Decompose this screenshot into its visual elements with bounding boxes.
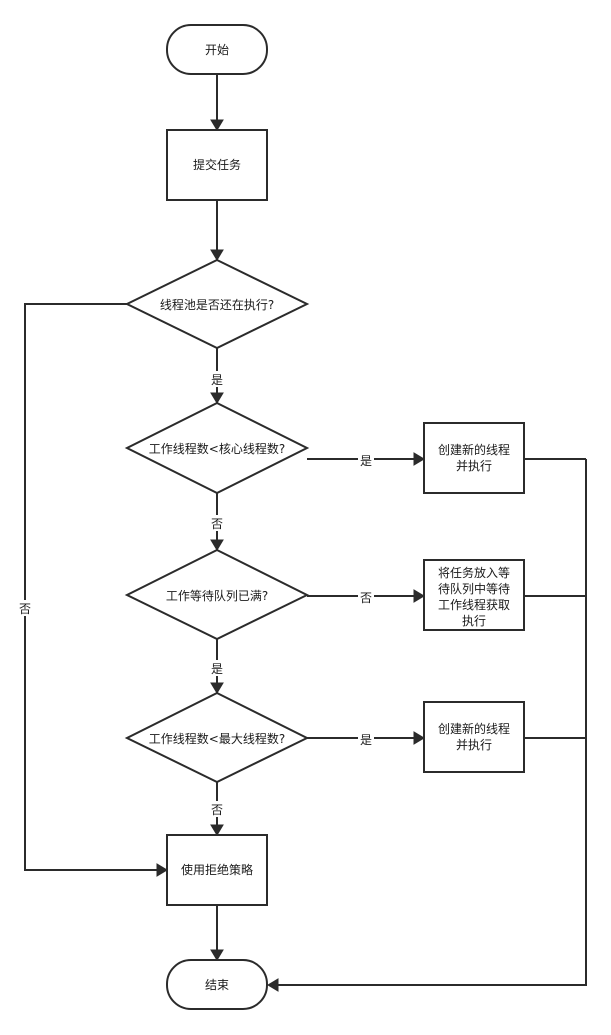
create-thread-max-line-2: 并执行 [456, 738, 492, 752]
arrowhead-submit [210, 119, 224, 131]
core-threads-label: 工作线程数<核心线程数? [149, 441, 285, 456]
pool-running-decision: 线程池是否还在执行? [124, 258, 310, 350]
create-thread-core-line-2: 并执行 [456, 459, 492, 473]
label-queue-no: 否 [360, 591, 372, 605]
edge-trunk-end [278, 459, 587, 986]
queue-full-label: 工作等待队列已满? [166, 588, 268, 603]
label-max-yes: 是 [360, 733, 372, 747]
edge-labels: 是 否 是 否 否 是 是 否 [17, 371, 374, 817]
label-queue-yes: 是 [211, 662, 223, 676]
submit-task-node: 提交任务 [166, 129, 268, 201]
core-threads-decision: 工作线程数<核心线程数? [124, 401, 310, 495]
enqueue-line-3: 工作线程获取 [438, 597, 510, 612]
edge-pool-reject [24, 303, 157, 871]
queue-full-decision: 工作等待队列已满? [124, 548, 310, 641]
arrowhead-end-right [267, 978, 279, 992]
pool-running-label: 线程池是否还在执行? [160, 297, 274, 312]
arrowhead-pool [210, 249, 224, 261]
start-node-label: 开始 [205, 43, 229, 57]
label-core-no: 否 [211, 517, 223, 531]
create-thread-max-node: 创建新的线程 并执行 [423, 701, 525, 773]
max-threads-label: 工作线程数<最大线程数? [149, 731, 285, 746]
arrowhead-create-max [413, 731, 425, 745]
end-node-label: 结束 [205, 978, 229, 992]
arrowhead-end-top [210, 949, 224, 961]
arrowhead-create-core [413, 452, 425, 466]
arrowhead-reject-left [156, 863, 168, 877]
label-core-yes: 是 [360, 454, 372, 468]
create-thread-core-line-1: 创建新的线程 [438, 442, 510, 457]
label-pool-no: 否 [19, 602, 31, 616]
start-node: 开始 [166, 24, 268, 75]
reject-policy-node: 使用拒绝策略 [166, 834, 268, 906]
enqueue-task-node: 将任务放入等 待队列中等待 工作线程获取 执行 [423, 559, 525, 631]
nodes: 开始 提交任务 线程池是否还在执行? 工作线程数<核心线程数? 创建新的线程 并… [124, 24, 525, 1010]
connectors [24, 74, 587, 992]
label-max-no: 否 [211, 803, 223, 817]
arrowhead-enqueue [413, 589, 425, 603]
arrowhead-core [210, 392, 224, 404]
arrowhead-queue [210, 539, 224, 551]
submit-task-label: 提交任务 [193, 157, 241, 172]
create-thread-max-line-1: 创建新的线程 [438, 721, 510, 736]
enqueue-line-4: 执行 [462, 614, 486, 628]
max-threads-decision: 工作线程数<最大线程数? [124, 691, 310, 784]
enqueue-line-2: 待队列中等待 [438, 581, 510, 596]
create-thread-core-node: 创建新的线程 并执行 [423, 422, 525, 494]
end-node: 结束 [166, 959, 268, 1010]
arrowhead-reject [210, 824, 224, 836]
reject-policy-label: 使用拒绝策略 [181, 862, 253, 877]
enqueue-line-1: 将任务放入等 [438, 565, 510, 580]
arrowhead-max [210, 682, 224, 694]
label-pool-yes: 是 [211, 373, 223, 387]
